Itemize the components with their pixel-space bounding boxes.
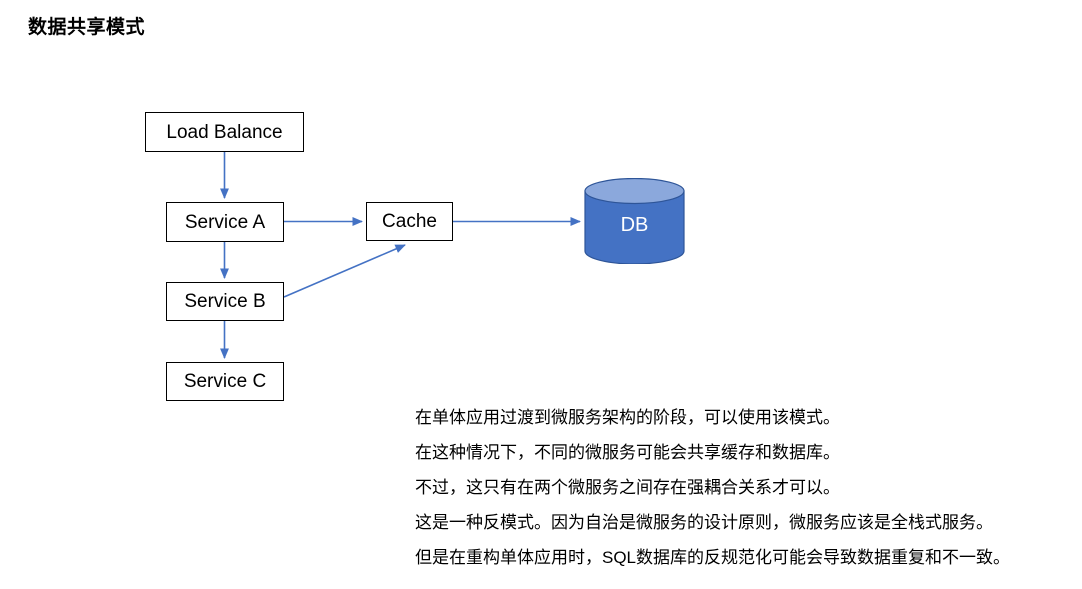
- node-db-label: DB: [620, 213, 649, 236]
- node-service-c-label: Service C: [183, 371, 267, 392]
- node-service-a-label: Service A: [184, 211, 266, 233]
- description-line: 在这种情况下，不同的微服务可能会共享缓存和数据库。: [415, 443, 840, 462]
- edge-service-b-to-cache: [283, 244, 406, 298]
- description-line: 在单体应用过渡到微服务架构的阶段，可以使用该模式。: [415, 408, 840, 427]
- description-block: 在单体应用过渡到微服务架构的阶段，可以使用该模式。 在这种情况下，不同的微服务可…: [415, 400, 1075, 575]
- node-cache-label: Cache: [382, 211, 437, 232]
- node-load-balance-label: Load Balance: [166, 121, 283, 143]
- database-cylinder-icon: [584, 178, 685, 264]
- description-line: 不过，这只有在两个微服务之间存在强耦合关系才可以。: [415, 478, 840, 497]
- node-service-c[interactable]: Service C: [166, 362, 284, 401]
- page-title: 数据共享模式: [28, 17, 146, 38]
- description-line: 但是在重构单体应用时，SQL数据库的反规范化可能会导致数据重复和不一致。: [415, 548, 1011, 567]
- description-line: 这是一种反模式。因为自治是微服务的设计原则，微服务应该是全栈式服务。: [415, 513, 993, 532]
- node-service-b[interactable]: Service B: [166, 282, 284, 321]
- node-service-a[interactable]: Service A: [166, 202, 284, 242]
- node-db-cylinder[interactable]: DB: [584, 178, 685, 264]
- node-load-balance[interactable]: Load Balance: [145, 112, 304, 152]
- node-service-b-label: Service B: [184, 291, 266, 312]
- node-cache[interactable]: Cache: [366, 202, 453, 241]
